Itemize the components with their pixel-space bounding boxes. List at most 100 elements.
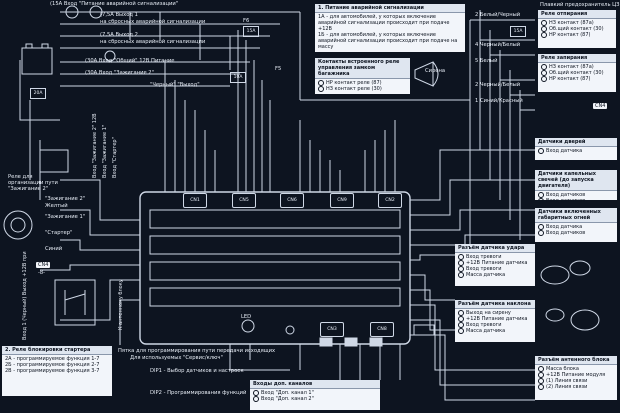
connector-cn5: CN5 [232,193,256,208]
contact-dot-icon [538,192,544,198]
glow-sensor-item: Вход датчиков [538,198,614,204]
label-ignition-2-30a: (30A Вход "Зажигание 2" [85,70,154,76]
ign-label-starter: "Стартер" [45,230,73,236]
contact-dot-icon [458,322,464,328]
contact-dot-icon [253,396,259,402]
note-dip1: DIP1 - Выбор датчиков и настроек [150,368,244,374]
tilt-pin: Масса датчика [458,328,532,334]
vert-ign2-input: Вход "Зажигание 2" 12В [92,113,98,178]
siren-label: Сирена [425,68,446,74]
box-unlock-relay: Реле отпирания НЗ контакт (87a) Об.щий к… [538,10,616,48]
connector-cn1: CN1 [183,193,207,208]
contact-dot-icon [538,148,544,154]
contact-dot-icon [541,76,547,82]
ign-label-blue: Синий [45,246,63,252]
starter-relay-outline [54,279,96,326]
led-label: LED [241,314,252,320]
contact-dot-icon [458,260,464,266]
lamp-3 [104,50,116,62]
shock-pin: Вход тревоги [458,266,532,272]
antenna-pin: (2) Линия связи [538,384,614,390]
shock-sensor-icon [540,265,570,285]
wire-label: 5 Белый [475,58,498,64]
relay-box [39,149,69,173]
contact-dot-icon [538,198,544,204]
glow-sensors-title: Датчики капельных свечей (до запуска дви… [535,170,617,191]
fuse-10a: 10A [230,72,246,83]
main-unit-slot-4 [149,287,401,307]
cn4-tag-right: CN4 [593,103,608,109]
extra-channel-2: Вход "Доп. канал 2" [253,396,377,402]
contact-dot-icon [538,384,544,390]
contact-dot-icon [458,328,464,334]
contact-dot-icon [538,366,544,372]
note-service-key: Для используемых "Сервис/ключ" [130,355,223,361]
unlock-relay-title: Реле отпирания [538,10,616,19]
wire-label: 4 Черный/Белый [475,42,521,48]
trunk-contact-nc: НЗ контакт реле (30) [318,86,407,92]
ignition-relay-label: Реле для организации пути "Зажигание 2" [8,174,58,192]
ign-label-ign2: "Зажигание 2" [45,196,86,202]
contact-dot-icon [458,310,464,316]
antenna-pin: Масса блока [538,366,614,372]
tilt-pin: +12В Питание датчика [458,316,532,322]
fuse-20a: 20A [30,88,46,99]
starter-line-3: 2В - программируемое функция 3-7 [5,368,100,374]
fuse-15a: 15A [243,26,259,37]
label-output-2-note: на сбросных аварийной сигнализации [100,39,206,45]
unlock-relay-item: Об.щий контакт (30) [541,26,613,32]
antenna-pin: (1) Линия связи [538,378,614,384]
contact-dot-icon [458,316,464,322]
fuse-15a-right: 15A [510,26,526,37]
starter-relay-title: 2. Реле блокировки стартера [2,346,112,355]
label-output-2: (7,5A Выход 2 [100,32,138,38]
fuse-f6-label: F6 [243,18,250,24]
vert-ign1-input: Вход "Зажигание 1" [102,124,108,178]
contact-dot-icon [541,20,547,26]
contact-dot-icon [541,26,547,32]
cn4-sub: -8- [38,270,46,276]
lights-sensor-item: Вход датчиков [538,230,614,236]
lock-relay-title: Реле запирания [538,54,616,63]
box-trunk-relay: Контакты встроенного реле управления зам… [315,58,410,94]
note-programming: Пятка для программирования пути передачи… [118,348,276,354]
tilt-pin: Выход на сирену [458,310,532,316]
box-lock-relay: Реле запирания НЗ контакт (87a) Об.щий к… [538,54,616,92]
label-power-30a: (30A Вход "Общий" 12В Питание [85,58,175,64]
contact-dot-icon [318,80,324,86]
main-unit-slot-2 [149,235,401,255]
connector-cn8: CN8 [370,322,394,337]
door-sensor-item: Вход датчика [538,148,614,154]
box-lights-sensors: Датчики включенных габаритных огней Вход… [535,208,617,242]
box-trunk-relay-title: Контакты встроенного реле управления зам… [315,58,410,79]
service-button-icon [285,325,295,335]
unlock-relay-item: НЗ контакт (87a) [541,20,613,26]
siren-icon [414,61,439,87]
connector-cn3: CN3 [320,322,344,337]
box-alarm-power-line2: 1Б - для автомобилей, у которых включени… [318,32,458,50]
connector-cn9: CN9 [330,193,354,208]
lights-sensor-item: Вход датчика [538,224,614,230]
contact-dot-icon [538,230,544,236]
vert-starter-input: Вход "Стартер" [112,137,118,178]
wire-label: 1 Синий/Красный [475,98,523,104]
battery-outline [21,47,53,75]
lights-sensors-title: Датчики включенных габаритных огней [535,208,617,223]
note-dip2: DIP2 - Программирования функций [150,390,247,396]
extra-channel-1: Вход "Доп. канал 1" [253,390,377,396]
cz-fuse-header: Плавкий предохранитель ЦЗ [540,2,620,8]
contact-dot-icon [253,390,259,396]
contact-dot-icon [458,254,464,260]
shock-connector-title: Разъём датчика удара [455,244,535,253]
contact-dot-icon [541,32,547,38]
fuse-f5-label: F5 [275,66,282,72]
starter-line-2: 2Б - программируемое функция 2-7 [5,362,100,368]
trunk-contact-no: НР контакт реле (87) [318,80,407,86]
contact-dot-icon [318,86,324,92]
tilt-pin: Вход тревоги [458,322,532,328]
box-antenna-connector: Разъём антенного блока Масса блока +12В … [535,356,617,400]
box-tilt-connector: Разъём датчика наклона Выход на сирену +… [455,300,535,342]
label-black-output: "Черный" "Выход" [150,82,200,88]
